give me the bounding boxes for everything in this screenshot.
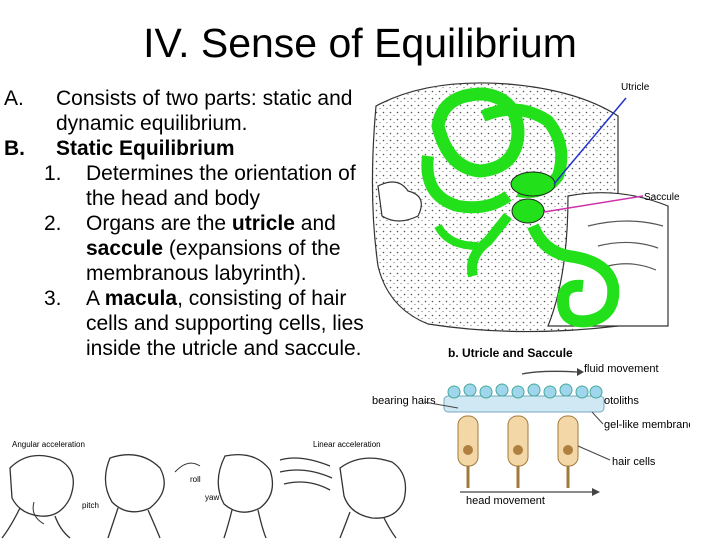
yaw-label: yaw bbox=[205, 493, 219, 502]
utricle-label: Utricle bbox=[621, 82, 650, 93]
macula-caption: b. Utricle and Saccule bbox=[448, 346, 573, 360]
bearing-hairs-label: bearing hairs bbox=[372, 395, 436, 407]
hair-cells-label: hair cells bbox=[612, 456, 656, 468]
hair-cell bbox=[557, 415, 579, 467]
subitem-3-text-end: , consisting of hair cells and supportin… bbox=[86, 287, 364, 360]
hair-cell bbox=[457, 415, 479, 467]
angular-acceleration-label: Angular acceleration bbox=[12, 440, 85, 449]
subitem-3-text: A bbox=[86, 287, 105, 310]
roll-label: roll bbox=[190, 475, 201, 484]
head-drawing bbox=[339, 457, 407, 519]
semicircular-canal bbox=[431, 87, 525, 178]
macula-diagram: b. Utricle and Saccule fluid movement ot… bbox=[372, 346, 690, 507]
fluid-movement-label: fluid movement bbox=[584, 363, 659, 375]
otoliths-label: otoliths bbox=[604, 395, 639, 407]
bullet-b: B. Static Equilibrium bbox=[4, 136, 374, 161]
macula-term: macula bbox=[104, 287, 178, 310]
head-movement-label: head movement bbox=[466, 495, 545, 507]
head-drawing bbox=[104, 454, 165, 513]
bullet-a-text: Consists of two parts: static and dynami… bbox=[56, 87, 353, 135]
bullet-list: A. Consists of two parts: static and dyn… bbox=[4, 86, 374, 361]
subitem-1-text: Determines the orientation of the head a… bbox=[86, 162, 356, 210]
otolith-layer bbox=[443, 395, 605, 413]
semicircular-canal bbox=[421, 155, 512, 214]
pitch-label: pitch bbox=[82, 501, 99, 510]
subitem-2-text: Organs are the bbox=[86, 212, 232, 235]
head-drawing bbox=[9, 454, 74, 517]
bullet-b-text: Static Equilibrium bbox=[56, 137, 235, 160]
subitem-2-number: 2. bbox=[44, 212, 62, 235]
saccule-term: saccule bbox=[86, 237, 164, 260]
subitem-3: 3. A macula, consisting of hair cells an… bbox=[4, 286, 374, 361]
utricle-pointer bbox=[553, 97, 627, 185]
linear-acceleration-label: Linear acceleration bbox=[313, 440, 381, 449]
head-orientation-diagram: Angular acceleration roll pitch yaw Line… bbox=[1, 440, 407, 539]
head-drawing bbox=[217, 453, 274, 513]
saccule-label: Saccule bbox=[644, 192, 680, 203]
subitem-2: 2. Organs are the utricle and saccule (e… bbox=[4, 211, 374, 286]
gel-like-membrane-label: gel-like membrane bbox=[604, 419, 690, 431]
hair-cell bbox=[507, 415, 529, 467]
subitem-2-text-and: and bbox=[294, 212, 336, 235]
subitem-3-number: 3. bbox=[44, 287, 62, 310]
subitem-2-text-end: (expansions of the membranous labyrinth)… bbox=[86, 237, 341, 285]
bullet-b-marker: B. bbox=[4, 137, 25, 160]
bullet-a: A. Consists of two parts: static and dyn… bbox=[4, 86, 374, 136]
bullet-a-marker: A. bbox=[4, 87, 24, 110]
inner-ear-diagram: Utricle Saccule bbox=[371, 82, 680, 333]
slide-title: IV. Sense of Equilibrium bbox=[143, 20, 577, 66]
saccule-pointer bbox=[543, 195, 644, 213]
cochlear-duct bbox=[527, 223, 620, 328]
utricle-term: utricle bbox=[231, 212, 295, 235]
subitem-1: 1. Determines the orientation of the hea… bbox=[4, 161, 374, 211]
subitem-1-number: 1. bbox=[44, 162, 62, 185]
